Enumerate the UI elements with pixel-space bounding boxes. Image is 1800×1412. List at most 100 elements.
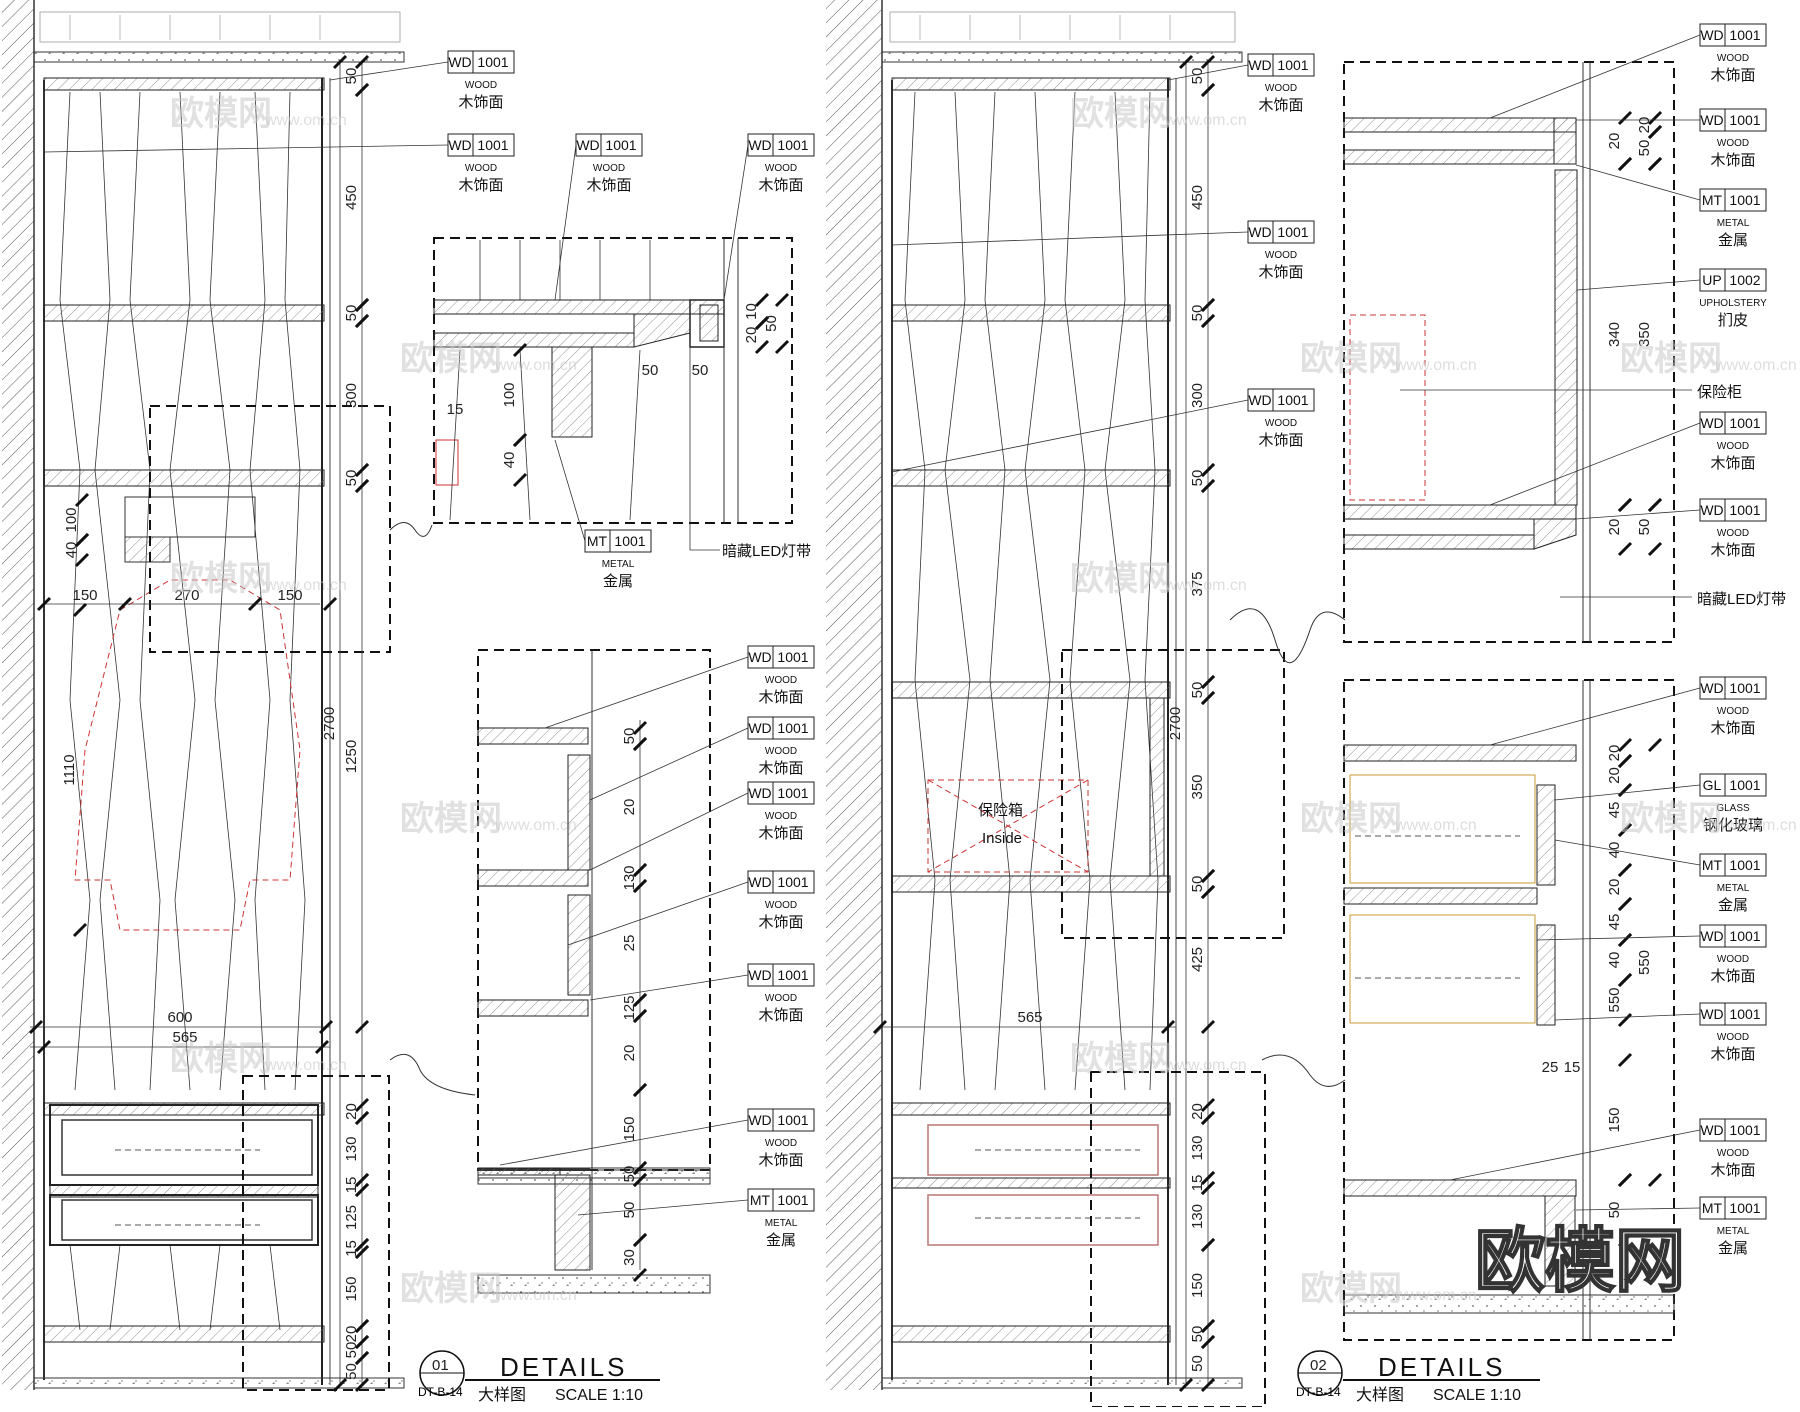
tag-number: 1001: [1277, 57, 1308, 73]
tag-code: WD: [748, 137, 771, 153]
dim-tick: [1617, 110, 1633, 126]
tag-cn: 木饰面: [1710, 455, 1755, 472]
tag-cn: 木饰面: [758, 760, 803, 777]
tag-cn: 木饰面: [1258, 264, 1303, 281]
tag-number: 1001: [1729, 928, 1760, 944]
title-block-01: 01 DT-B-14 DETAILS 大样图 SCALE 1:10: [418, 1350, 660, 1404]
dim-tick: [72, 922, 88, 938]
tag-number: 1001: [605, 137, 636, 153]
tag-cn: 木饰面: [1710, 968, 1755, 985]
tag-cn: 木饰面: [758, 825, 803, 842]
tag-code: WD: [1248, 392, 1271, 408]
dim-tick: [1647, 1172, 1663, 1188]
tag-cn: 金属: [766, 1232, 796, 1249]
dim-label: 50: [621, 728, 638, 745]
dim-tick: [1647, 541, 1663, 557]
dim-tick: [36, 1039, 52, 1055]
tag-en: METAL: [602, 559, 635, 570]
dim-label: 20: [343, 1103, 360, 1120]
tag-cn: 金属: [1718, 232, 1748, 249]
tag-code: WD: [748, 785, 771, 801]
dim-label: 150: [1606, 1107, 1623, 1132]
watermark-url: www.om.cn: [1714, 817, 1797, 834]
dim-tick: [1647, 497, 1663, 513]
dim-tick: [354, 1110, 370, 1126]
dim-tick: [1200, 1110, 1216, 1126]
tag-code: WD: [1700, 1006, 1723, 1022]
dim-label: 130: [343, 1136, 360, 1161]
tag-en: WOOD: [1717, 53, 1749, 64]
tag-code: WD: [448, 54, 471, 70]
dim-tick: [1647, 156, 1663, 172]
dim-label: 50: [1189, 682, 1206, 699]
tag-number: 1001: [614, 533, 645, 549]
watermark-text: 欧模网: [1070, 1040, 1172, 1078]
tag-cn: 木饰面: [1710, 152, 1755, 169]
tag-number: 1001: [477, 137, 508, 153]
tag-code: WD: [1700, 680, 1723, 696]
tag-number: 1001: [777, 720, 808, 736]
dim-tick: [632, 1267, 648, 1283]
dim-label: 300: [343, 383, 360, 408]
tag-cn: 木饰面: [1710, 542, 1755, 559]
dim-tick: [354, 1172, 370, 1188]
tag-number: 1001: [1729, 192, 1760, 208]
dim-label: 50: [1189, 68, 1206, 85]
dim-tick: [632, 862, 648, 878]
dim-label: 20: [1636, 117, 1653, 134]
tag-cn: 木饰面: [1258, 432, 1303, 449]
dim-label: 20: [1606, 879, 1623, 896]
dim-tick: [322, 596, 338, 612]
dim-tick: [1617, 1172, 1633, 1188]
dim-label: 45: [1606, 914, 1623, 931]
tag-en: METAL: [765, 1218, 798, 1229]
dim-tick: [1617, 1012, 1633, 1028]
dim-tick: [1617, 541, 1633, 557]
dim-tick: [332, 54, 348, 70]
dim-tick: [774, 339, 790, 355]
dim-tick: [754, 339, 770, 355]
tag-en: WOOD: [1265, 418, 1297, 429]
tag-cn: 木饰面: [758, 914, 803, 931]
dim-tick: [1200, 1097, 1216, 1113]
tag-en: WOOD: [465, 163, 497, 174]
tag-en: WOOD: [765, 163, 797, 174]
dim-tick: [1200, 1237, 1216, 1253]
tag-code: MT: [750, 1192, 771, 1208]
inside-label: Inside: [982, 830, 1022, 847]
tag-code: WD: [1700, 502, 1723, 518]
tag-code: WD: [748, 874, 771, 890]
watermark-text: 欧模网: [1300, 800, 1402, 838]
dim-label: 20: [743, 327, 760, 344]
title-num: 02: [1310, 1357, 1327, 1374]
tag-en: UPHOLSTERY: [1699, 298, 1767, 309]
dim-tick: [632, 1232, 648, 1248]
watermark-logo: 欧模网: [1475, 1222, 1685, 1300]
watermark-url: www.om.cn: [1394, 817, 1477, 834]
dim-label: 130: [621, 865, 638, 890]
dim-tick: [632, 720, 648, 736]
dim-label: 50: [1189, 470, 1206, 487]
dim-tick: [74, 532, 90, 548]
title-block-02: 02 DT-B-14 DETAILS 大样图 SCALE 1:10: [1296, 1350, 1540, 1404]
tag-cn: 扪皮: [1718, 312, 1748, 329]
dim-tick: [354, 1244, 370, 1260]
dim-tick: [512, 472, 528, 488]
tag-en: WOOD: [1717, 1032, 1749, 1043]
watermark-url: www.om.cn: [264, 577, 347, 594]
tag-code: MT: [587, 533, 608, 549]
dim-label: 340: [1606, 322, 1623, 347]
dim-label: 20: [1606, 745, 1623, 762]
tag-cn: 木饰面: [758, 1007, 803, 1024]
dim-tick: [354, 1237, 370, 1253]
dim-label: 50: [642, 362, 659, 379]
tag-en: WOOD: [1717, 441, 1749, 452]
